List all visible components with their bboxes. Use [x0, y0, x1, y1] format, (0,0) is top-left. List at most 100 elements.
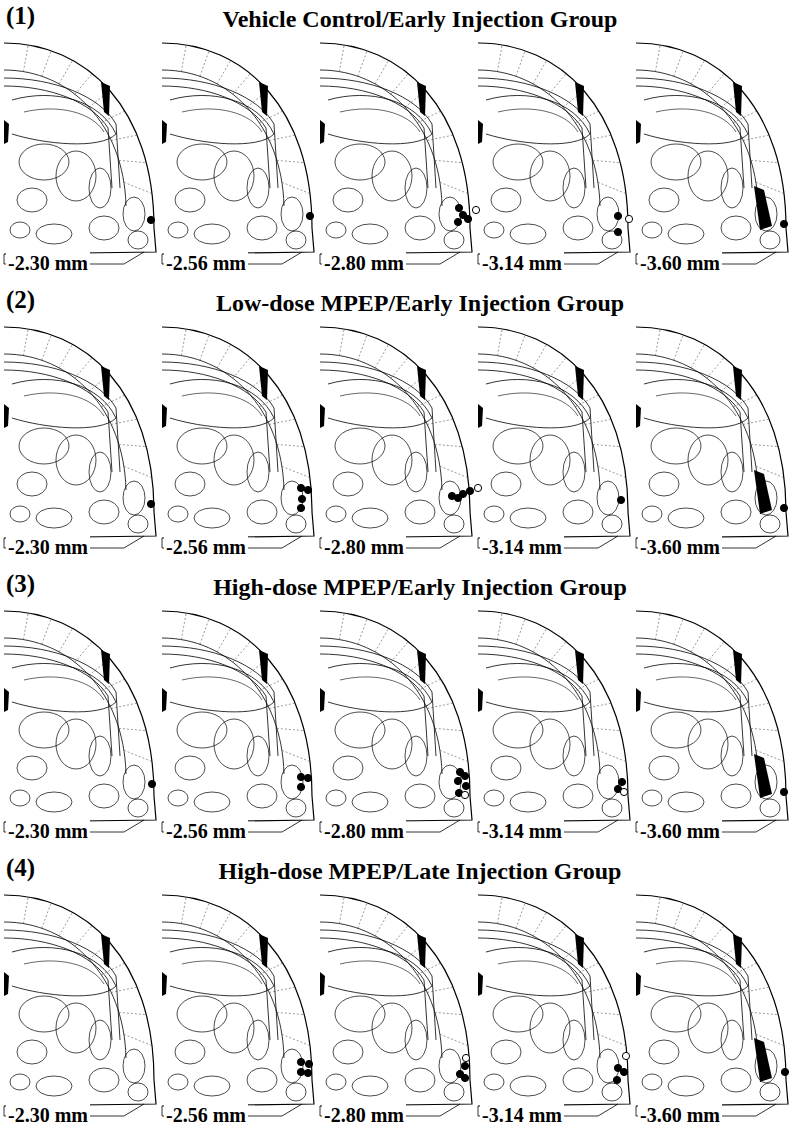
cortex-division: [119, 444, 146, 446]
nucleus-outline: [651, 996, 701, 1032]
cortex-boundary: [478, 638, 600, 774]
cortex-division: [516, 903, 525, 929]
hippocampus: [328, 663, 432, 711]
cortex-boundary: [4, 354, 126, 490]
nucleus-outline: [721, 1020, 743, 1060]
cortex-boundary: [478, 70, 600, 206]
nucleus-outline: [177, 712, 227, 748]
cortex-division: [111, 419, 137, 424]
cortex-division: [269, 419, 295, 424]
cortex-division: [391, 74, 408, 95]
injection-site-filled: [614, 212, 621, 219]
cortex-division: [282, 182, 310, 193]
nucleus-outline: [405, 216, 435, 240]
nucleus-outline: [194, 1076, 230, 1096]
cortex-division: [23, 613, 28, 640]
cortex-division: [497, 329, 502, 356]
cortex-division: [111, 703, 137, 708]
injection-site-filled: [780, 504, 787, 511]
panel-heading: High-dose MPEP/Early Injection Group: [110, 574, 730, 601]
cortex-division: [743, 419, 769, 424]
nucleus-outline: [89, 1068, 119, 1092]
cortex-division: [655, 613, 660, 640]
ventricle: [4, 404, 9, 428]
nucleus-outline: [405, 500, 435, 524]
ventricle: [259, 934, 268, 968]
ventricle: [754, 470, 772, 514]
cortex-division: [59, 912, 72, 936]
cortex-division: [59, 344, 72, 368]
nucleus-outline: [56, 151, 96, 201]
nucleus-outline: [484, 790, 504, 806]
injection-site-open: [474, 484, 481, 491]
cortex-division: [585, 703, 611, 708]
cortex-division: [339, 897, 344, 924]
cortex-division: [259, 395, 283, 407]
hippocampus: [486, 95, 590, 143]
cortex-boundary: [162, 922, 284, 1058]
nucleus-outline: [721, 452, 743, 492]
cortex-division: [111, 135, 137, 140]
cortex-boundary: [636, 638, 758, 774]
ventricle: [320, 404, 325, 428]
cortex-boundary: [162, 638, 284, 774]
brain-section: [162, 611, 314, 832]
nucleus-outline: [17, 188, 47, 212]
nucleus-outline: [510, 508, 546, 528]
injection-site-filled: [614, 228, 621, 235]
nucleus-outline: [333, 756, 363, 780]
nucleus-outline: [19, 428, 69, 464]
nucleus-outline: [688, 719, 728, 769]
nucleus-outline: [721, 216, 751, 240]
hippocampus: [328, 95, 432, 143]
cortex-division: [124, 1034, 152, 1045]
nucleus-outline: [286, 515, 306, 533]
hippocampus: [340, 677, 420, 700]
cortex-division: [598, 466, 626, 477]
cortex-boundary: [162, 70, 284, 206]
section-coordinate: -3.14 mm: [480, 1104, 564, 1127]
injection-site-filled: [462, 782, 469, 789]
cortex-division: [497, 897, 502, 924]
cortex-division: [259, 963, 283, 975]
injection-site-filled: [297, 1068, 304, 1075]
ventricle: [636, 120, 641, 144]
ventricle: [636, 404, 641, 428]
ventricle: [162, 972, 167, 996]
cortex-division: [674, 903, 683, 929]
cortex-division: [751, 728, 778, 730]
ventricle: [478, 404, 483, 428]
nucleus-outline: [56, 435, 96, 485]
cortex-division: [119, 160, 146, 162]
white-matter: [162, 930, 278, 1040]
ventricle: [575, 82, 584, 116]
injection-site-filled: [781, 1068, 788, 1075]
nucleus-outline: [372, 151, 412, 201]
cortex-division: [598, 1034, 626, 1045]
nucleus-outline: [123, 1049, 145, 1083]
brain-outline: [320, 43, 472, 254]
nucleus-outline: [510, 792, 546, 812]
injection-site-filled: [461, 772, 468, 779]
nucleus-outline: [177, 996, 227, 1032]
cortex-division: [269, 135, 295, 140]
cortex-division: [23, 897, 28, 924]
brain-outline: [478, 895, 630, 1106]
cortex-division: [417, 111, 441, 123]
cortex-division: [181, 613, 186, 640]
panel-heading: Vehicle Control/Early Injection Group: [110, 6, 730, 33]
injection-site-filled: [297, 773, 304, 780]
cortex-boundary: [636, 922, 758, 1058]
nucleus-outline: [168, 1074, 188, 1090]
cortex-division: [707, 358, 724, 379]
ventricle: [101, 366, 110, 400]
cortex-division: [743, 703, 769, 708]
cortex-division: [691, 344, 704, 368]
injection-site-filled: [297, 504, 304, 511]
injection-site-filled: [466, 487, 473, 494]
cortex-division: [440, 750, 468, 761]
ventricle: [478, 972, 483, 996]
brain-outline: [162, 611, 314, 822]
white-matter: [320, 930, 436, 1040]
cortex-division: [375, 912, 388, 936]
